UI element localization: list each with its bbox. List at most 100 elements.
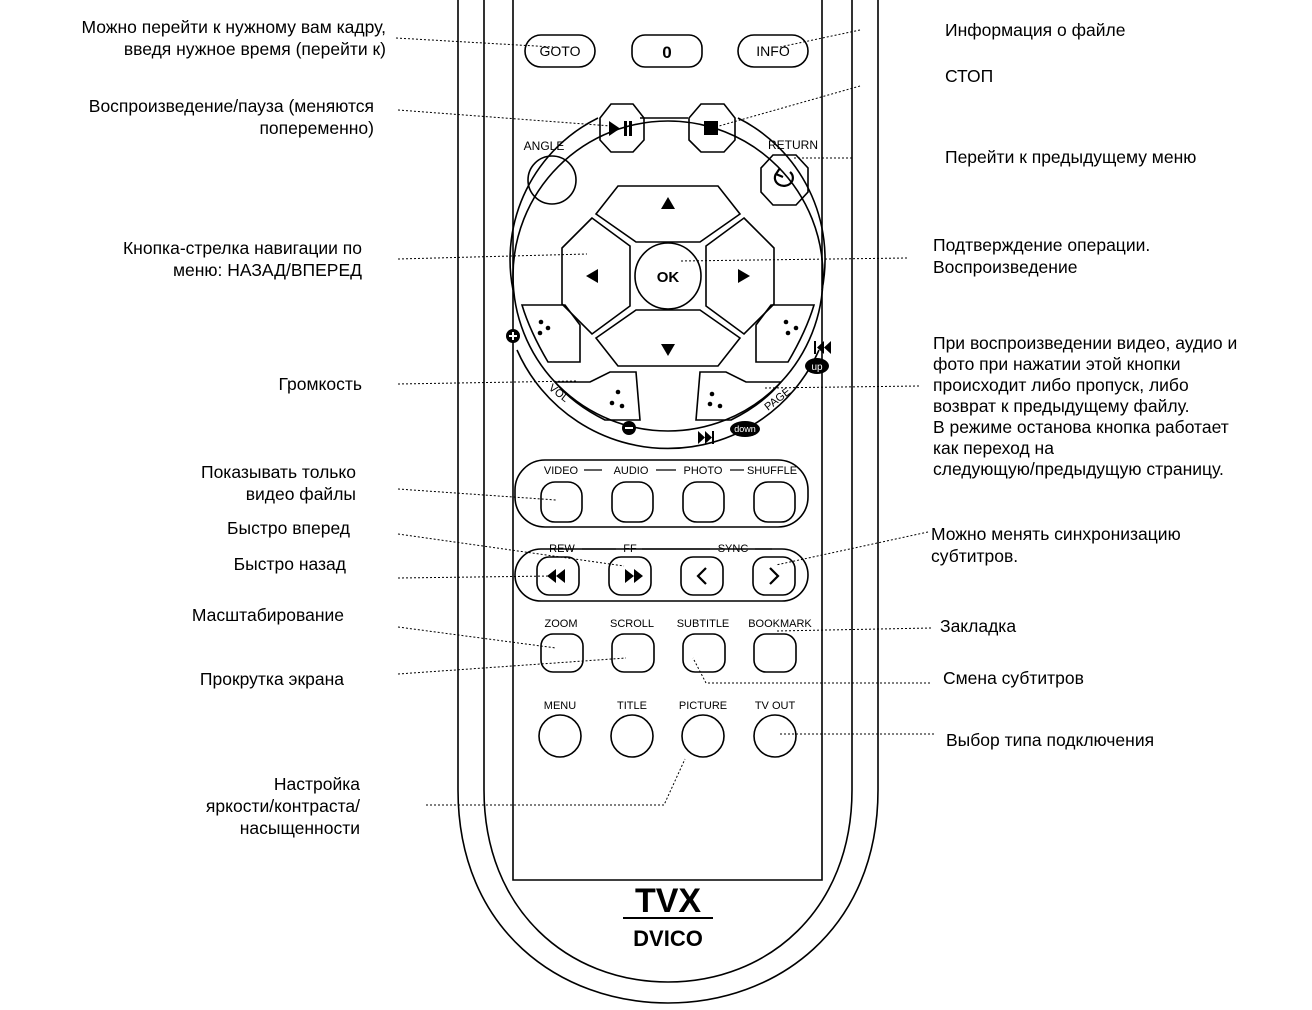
info-button <box>737 34 809 68</box>
zoom-label: ZOOM <box>545 618 578 630</box>
photo-label: PHOTO <box>684 465 723 477</box>
sync-label: SYNC <box>718 543 749 555</box>
photo-button <box>682 481 725 523</box>
up-badge-icon <box>805 358 829 374</box>
ann-fast-forward: Быстро вперед <box>227 518 350 538</box>
ok-button <box>634 242 702 310</box>
dpad-up <box>594 185 742 243</box>
zero-button <box>631 34 703 68</box>
pause-icon <box>624 121 627 136</box>
arrow-left-icon <box>586 269 598 283</box>
return-arrow-icon <box>773 171 794 187</box>
dots-icon-page-down <box>707 391 723 409</box>
ann-tv-out: Выбор типа подключения <box>946 730 1155 750</box>
dots-icon-vol-down <box>609 389 625 409</box>
page-label: PAGE <box>762 386 793 414</box>
sync-minus-button <box>680 556 724 596</box>
scroll-button <box>611 633 655 673</box>
bookmark-label: BOOKMARK <box>748 618 812 630</box>
play-pause-button <box>599 103 645 153</box>
bookmark-button <box>753 633 797 673</box>
vol-page-arc <box>516 349 820 450</box>
leader-scroll <box>397 657 627 675</box>
ann-subtitle: Смена субтитров <box>943 668 1084 688</box>
leader-nav <box>397 253 588 260</box>
ann-goto: Можно перейти к нужному вам кадру,введя … <box>81 17 386 59</box>
leader-ok <box>679 257 908 262</box>
brand-logo: TVX DVICO <box>623 882 713 951</box>
ann-scroll: Прокрутка экрана <box>199 669 344 689</box>
goto-button <box>524 34 596 68</box>
remote-body-inner <box>483 0 853 983</box>
video-button <box>540 481 583 523</box>
title-button <box>610 714 654 758</box>
ann-return: Перейти к предыдущему меню <box>945 147 1197 167</box>
subtitle-label: SUBTITLE <box>677 618 730 630</box>
ff-label: FF <box>623 543 637 555</box>
info-label: INFO <box>756 43 790 59</box>
vol-down-button <box>553 371 641 421</box>
ok-label: OK <box>657 269 680 286</box>
ann-stop: СТОП <box>945 66 994 86</box>
leader-rew <box>397 575 553 579</box>
down-label: down <box>734 424 756 434</box>
ann-rewind: Быстро назад <box>233 554 346 574</box>
audio-label: AUDIO <box>614 465 649 477</box>
brand-top: TVX <box>635 882 701 920</box>
subtitle-button <box>682 633 726 673</box>
rew-label: REW <box>549 543 575 555</box>
sync-minus-icon <box>696 567 707 585</box>
leader-info <box>779 29 861 48</box>
dpad-right <box>705 216 775 336</box>
arrow-up-icon <box>661 197 675 209</box>
sync-plus-icon <box>769 567 780 585</box>
page-up-button <box>755 304 816 363</box>
remote-body-outer <box>457 0 879 1004</box>
leader-bookmark <box>775 627 932 632</box>
arrow-right-icon <box>738 269 750 283</box>
dpad-outer <box>512 120 824 432</box>
play-icon <box>609 121 620 136</box>
tv-out-label: TV OUT <box>755 700 796 712</box>
leader-video <box>397 488 557 501</box>
remote-face-plate <box>512 0 823 881</box>
title-label: TITLE <box>617 700 647 712</box>
leader-sync <box>775 531 929 566</box>
leader-page <box>764 385 920 389</box>
ann-ok: Подтверждение операции.Воспроизведение <box>933 235 1151 277</box>
prev-icon <box>814 341 816 354</box>
dpad-down <box>594 309 742 367</box>
leader-zoom <box>397 626 557 649</box>
picture-label: PICTURE <box>679 700 727 712</box>
category-group <box>514 459 809 528</box>
stop-button <box>688 103 736 153</box>
scroll-label: SCROLL <box>610 618 654 630</box>
shuffle-label: SHUFFLE <box>747 465 797 477</box>
return-label: RETURN <box>768 138 818 152</box>
dots-icon-vol-up <box>537 319 551 336</box>
up-label: up <box>811 362 823 373</box>
return-button <box>760 154 809 206</box>
audio-button <box>611 481 654 523</box>
down-badge-icon <box>730 421 760 437</box>
brand-bottom: DVICO <box>633 926 703 951</box>
vol-up-button <box>520 304 581 363</box>
ann-zoom: Масштабирование <box>191 605 344 625</box>
menu-label: MENU <box>544 700 576 712</box>
video-label: VIDEO <box>544 465 579 477</box>
leader-ff <box>397 533 625 567</box>
ff-icon <box>625 569 634 583</box>
shuffle-button <box>753 481 796 523</box>
tv-out-button <box>753 714 797 758</box>
menu-button <box>538 714 582 758</box>
angle-button <box>527 155 577 205</box>
leader-stop <box>718 85 861 127</box>
control-ring <box>509 117 826 291</box>
vol-label: VOL <box>546 382 571 405</box>
